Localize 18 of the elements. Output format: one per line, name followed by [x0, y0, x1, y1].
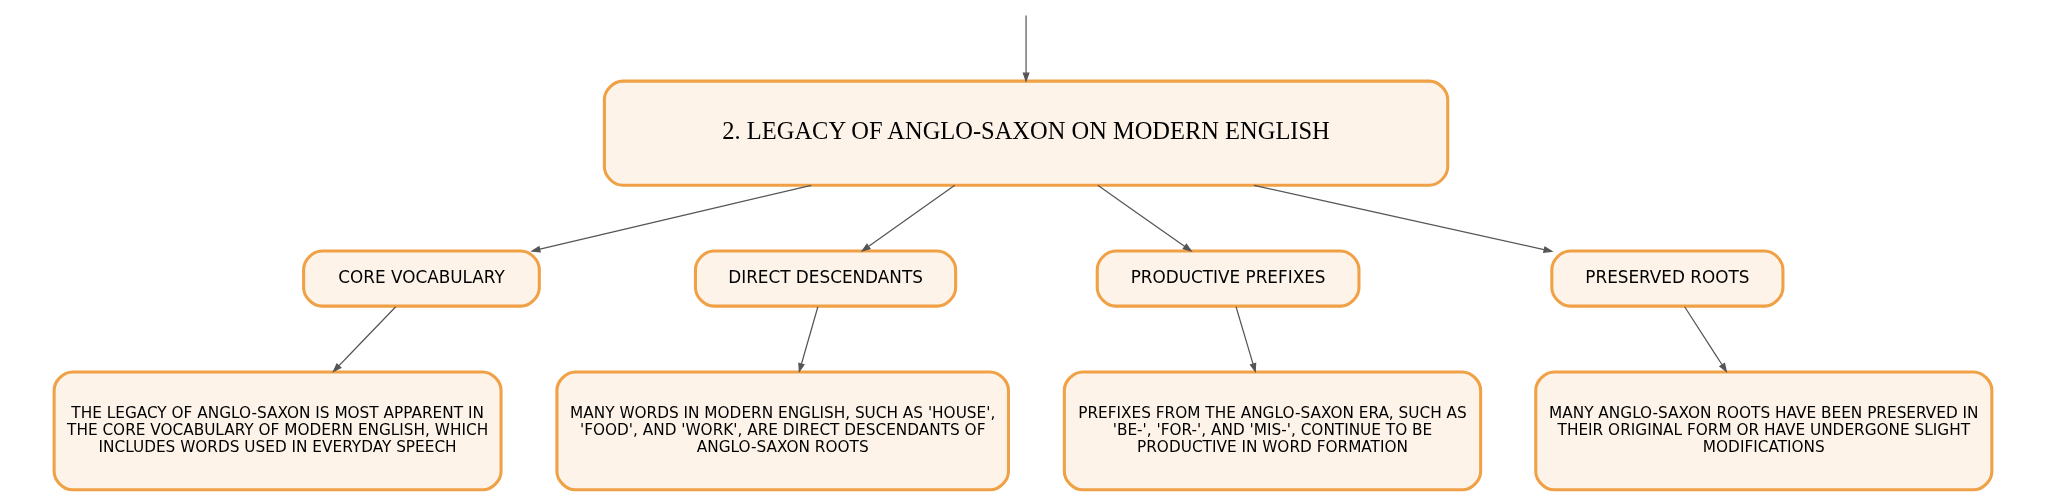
arrow [860, 184, 956, 253]
node-box: MANY ANGLO-SAXON ROOTS HAVE BEEN PRESERVED IN THEIR ORIGINAL FORM OR HAVE UNDERGONE SLIGHT MODIFICATIONS [1534, 370, 1994, 492]
node-box: DIRECT DESCENDANTS [693, 249, 958, 308]
arrow [1097, 184, 1193, 253]
node-box: MANY WORDS IN MODERN ENGLISH, SUCH AS 'HOUSE', 'FOOD', AND 'WORK', ARE DIRECT DESCENDANTS OF ANGLO-SAXON ROOTS [555, 370, 1010, 492]
node-box: THE LEGACY OF ANGLO-SAXON IS MOST APPARENT IN THE CORE VOCABULARY OF MODERN ENGLISH, WHICH INCLUDES WORDS USED IN EVERYDAY SPEECH [52, 370, 503, 492]
node-box: 2. LEGACY OF ANGLO-SAXON ON MODERN ENGLISH [602, 79, 1450, 187]
arrow [332, 306, 397, 373]
arrow [1253, 184, 1554, 254]
arrow [798, 306, 819, 374]
arrow [1022, 14, 1030, 83]
node-box: CORE VOCABULARY [302, 249, 541, 308]
arrow [530, 184, 812, 253]
node-box: PREFIXES FROM THE ANGLO-SAXON ERA, SUCH AS 'BE-', 'FOR-', AND 'MIS-', CONTINUE TO BE PRODUCTIVE IN WORD FORMATION [1062, 370, 1483, 492]
node-box: PRODUCTIVE PREFIXES [1095, 249, 1361, 308]
arrow [1235, 306, 1257, 374]
arrow [1684, 306, 1728, 373]
node-box: PRESERVED ROOTS [1550, 249, 1785, 308]
